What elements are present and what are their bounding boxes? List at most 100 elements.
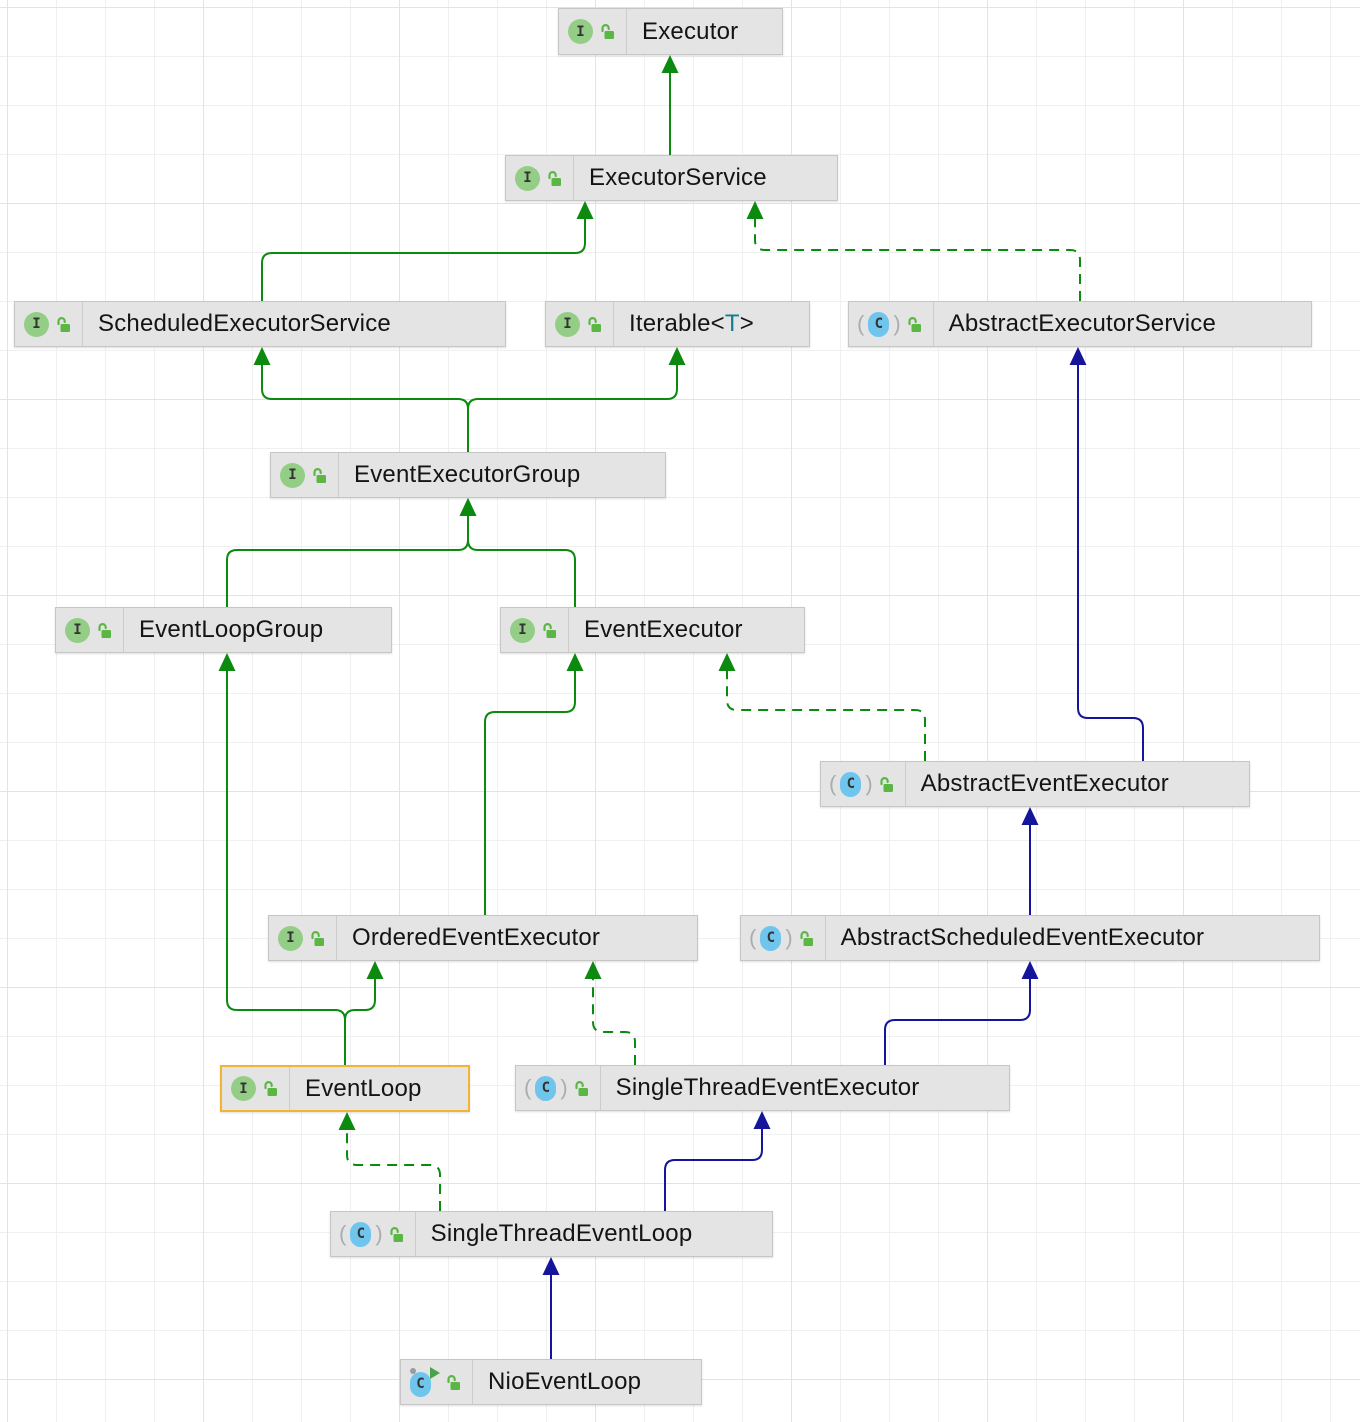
node-icon-cell: I	[269, 916, 337, 960]
class-icon: C	[868, 311, 890, 337]
node-icon-cell: (C)	[741, 916, 826, 960]
arrowhead	[668, 347, 686, 365]
node-label: Executor	[642, 17, 739, 45]
arrowhead	[218, 653, 236, 671]
arrowhead	[459, 498, 477, 516]
node-single-thread-event-loop[interactable]: (C) SingleThreadEventLoop	[330, 1211, 773, 1257]
interface-icon: I	[231, 1076, 256, 1101]
node-executor-service[interactable]: I ExecutorService	[505, 155, 838, 201]
node-icon-cell: (C)	[516, 1066, 601, 1110]
node-ordered-event-executor[interactable]: I OrderedEventExecutor	[268, 915, 698, 961]
node-executor[interactable]: I Executor	[558, 8, 783, 55]
interface-icon: I	[65, 617, 90, 643]
edge-event-executor-group-to-scheduled-executor-service	[253, 347, 469, 452]
node-icon-cell: I	[506, 156, 574, 200]
node-event-loop[interactable]: I EventLoop	[220, 1065, 470, 1112]
node-label: EventLoopGroup	[139, 616, 324, 643]
interface-icon: I	[278, 925, 303, 951]
edge-single-thread-event-loop-to-event-loop	[338, 1112, 441, 1211]
edge-event-loop-to-ordered-event-executor	[344, 961, 384, 1065]
edge-event-executor-to-event-executor-group	[459, 498, 576, 607]
edge-abstract-event-executor-to-abstract-executor-service	[1069, 347, 1144, 761]
arrowhead	[366, 961, 384, 979]
node-label: AbstractEventExecutor	[920, 770, 1169, 797]
node-event-loop-group[interactable]: I EventLoopGroup	[55, 607, 392, 653]
unlocked-icon	[543, 622, 556, 638]
node-label: OrderedEventExecutor	[352, 924, 601, 951]
node-icon-cell: I	[546, 302, 614, 346]
edge-executor-service-to-executor	[661, 55, 679, 155]
node-icon-cell: I	[271, 453, 339, 497]
abstract-class-icon: (	[829, 771, 837, 796]
runnable-class-icon: C	[410, 1366, 440, 1397]
node-icon-cell: C	[401, 1360, 473, 1404]
unlocked-icon	[98, 622, 111, 638]
generic-type-param: T	[724, 310, 740, 337]
edge-single-thread-event-loop-to-single-thread-event-executor	[664, 1111, 771, 1211]
node-abstract-executor-service[interactable]: (C) AbstractExecutorService	[848, 301, 1312, 347]
unlocked-icon	[390, 1226, 403, 1242]
unlocked-icon	[548, 170, 561, 186]
node-single-thread-event-executor[interactable]: (C) SingleThreadEventExecutor	[515, 1065, 1010, 1111]
abstract-class-icon: (	[339, 1221, 347, 1246]
node-label: EventLoop	[305, 1074, 422, 1102]
edge-event-loop-to-event-loop-group	[218, 653, 346, 1065]
abstract-class-icon: (	[857, 311, 865, 336]
edge-event-executor-group-to-iterable	[467, 347, 686, 452]
unlocked-icon	[313, 467, 326, 483]
arrowhead	[459, 498, 477, 516]
node-nio-event-loop[interactable]: C NioEventLoop	[400, 1359, 702, 1405]
edge-nio-event-loop-to-single-thread-event-loop	[542, 1257, 560, 1359]
arrowhead	[576, 201, 594, 219]
node-icon-cell: I	[222, 1067, 290, 1110]
arrowhead	[566, 653, 584, 671]
unlocked-icon	[601, 24, 614, 39]
node-label: EventExecutorGroup	[354, 461, 581, 488]
class-icon: C	[760, 925, 782, 951]
interface-icon: I	[24, 311, 49, 337]
arrowhead	[1069, 347, 1087, 365]
node-label: SingleThreadEventExecutor	[615, 1074, 920, 1101]
node-icon-cell: I	[501, 608, 569, 652]
abstract-class-icon: (	[524, 1075, 532, 1100]
edge-scheduled-executor-service-to-executor-service	[261, 201, 594, 301]
node-event-executor-group[interactable]: I EventExecutorGroup	[270, 452, 666, 498]
node-label: ScheduledExecutorService	[98, 310, 391, 337]
edge-ordered-event-executor-to-event-executor	[484, 653, 584, 915]
node-abstract-event-executor[interactable]: (C) AbstractEventExecutor	[820, 761, 1250, 807]
node-scheduled-executor-service[interactable]: I ScheduledExecutorService	[14, 301, 506, 347]
node-label: AbstractExecutorService	[948, 310, 1217, 337]
node-label: Iterable<T>	[629, 310, 754, 337]
node-icon-cell: I	[15, 302, 83, 346]
edge-single-thread-event-executor-to-abstract-scheduled-event-executor	[884, 961, 1039, 1065]
unlocked-icon	[57, 316, 70, 332]
arrowhead	[1021, 961, 1039, 979]
arrowhead	[1021, 807, 1039, 825]
arrowhead	[718, 653, 736, 671]
pin-icon	[410, 1367, 416, 1374]
edge-abstract-scheduled-event-executor-to-abstract-event-executor	[1021, 807, 1039, 915]
abstract-class-icon: (	[749, 925, 757, 950]
edge-event-loop-group-to-event-executor-group	[226, 498, 477, 607]
unlocked-icon	[311, 930, 324, 946]
node-abstract-scheduled-event-executor[interactable]: (C) AbstractScheduledEventExecutor	[740, 915, 1320, 961]
node-label: EventExecutor	[584, 616, 743, 643]
interface-icon: I	[515, 165, 540, 191]
arrowhead	[661, 55, 679, 73]
interface-icon: I	[555, 311, 580, 337]
interface-icon: I	[568, 19, 593, 44]
node-icon-cell: (C)	[821, 762, 906, 806]
node-event-executor[interactable]: I EventExecutor	[500, 607, 805, 653]
interface-icon: I	[510, 617, 535, 643]
node-label: ExecutorService	[589, 164, 767, 191]
node-iterable[interactable]: I Iterable<T>	[545, 301, 810, 347]
node-label: AbstractScheduledEventExecutor	[840, 924, 1205, 951]
unlocked-icon	[264, 1081, 277, 1096]
class-icon: C	[840, 771, 862, 797]
edge-abstract-event-executor-to-event-executor	[718, 653, 926, 761]
edge-single-thread-event-executor-to-ordered-event-executor	[584, 961, 636, 1065]
node-icon-cell: I	[559, 9, 627, 54]
arrowhead	[753, 1111, 771, 1129]
